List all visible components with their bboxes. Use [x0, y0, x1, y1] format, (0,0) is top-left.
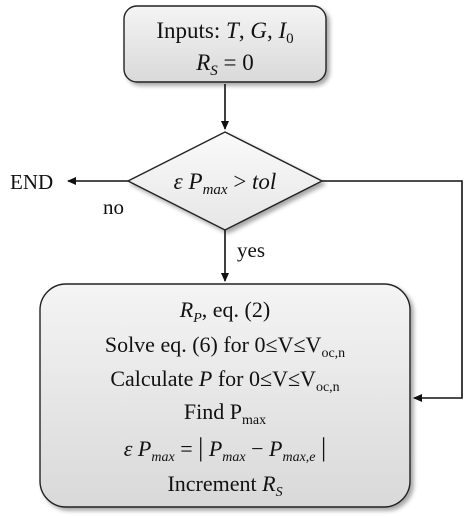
start-box: [123, 5, 327, 83]
process-line1: RP, eq. (2): [179, 297, 270, 326]
end-label: END: [10, 170, 53, 194]
loop-line: [322, 180, 463, 402]
yes-label: yes: [237, 238, 265, 262]
process-line3: Calculate P for 0≤V≤Voc,n: [110, 366, 339, 395]
process-line2: Solve eq. (6) for 0≤V≤Voc,n: [105, 332, 345, 361]
start-box-line1: Inputs: T, G, I0: [156, 18, 293, 47]
process-box: [39, 283, 411, 508]
process-line6: Increment RS: [167, 471, 282, 500]
start-box-line2: RS = 0: [195, 50, 254, 79]
no-label: no: [103, 195, 124, 219]
process-line4: Find Pmax: [184, 399, 266, 428]
decision-diamond: [126, 131, 324, 231]
process-line5: ε Pmax = | Pmax − Pmax,e |: [124, 433, 327, 465]
decision-condition: ε Pmax > tol: [174, 169, 277, 198]
